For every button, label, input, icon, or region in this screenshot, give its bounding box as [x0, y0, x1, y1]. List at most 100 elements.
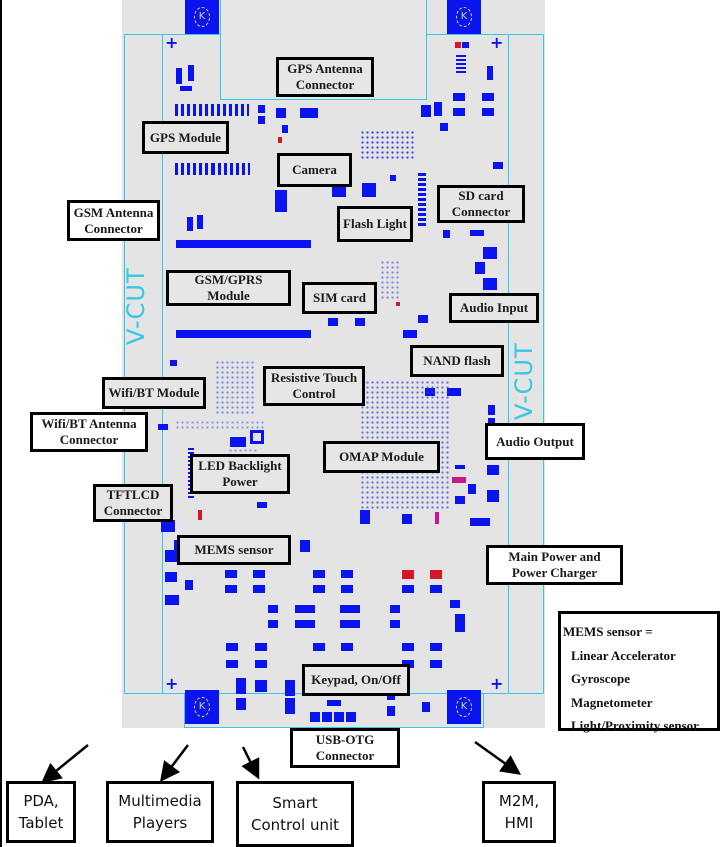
pcb-pad	[276, 108, 286, 118]
pcb-pad	[493, 162, 503, 169]
label-gsm-antenna-connector: GSM Antenna Connector	[67, 200, 160, 241]
pcb-pad	[418, 315, 428, 323]
pcb-pad	[268, 620, 278, 628]
app-m2m-hmi: M2M, HMI	[482, 781, 556, 843]
pcb-pad	[313, 643, 325, 651]
pcb-pad	[341, 643, 353, 651]
pcb-pad	[165, 595, 179, 605]
pcb-pad	[255, 643, 267, 651]
pcb-pad	[450, 600, 460, 608]
label-sd-card-connector: SD card Connector	[437, 185, 525, 223]
mounting-hole-icon: K	[447, 0, 481, 34]
pcb-pad	[278, 137, 282, 143]
label-gps-module: GPS Module	[142, 121, 229, 154]
mounting-hole-icon: K	[185, 690, 219, 724]
pcb-pad	[253, 585, 265, 593]
pcb-pad	[300, 540, 310, 552]
pcb-pad	[430, 570, 442, 579]
pcb-pad	[402, 570, 414, 579]
via-array	[360, 130, 415, 160]
pcb-pad	[332, 187, 346, 197]
pcb-pad	[226, 643, 238, 651]
pcb-pad	[418, 173, 426, 228]
pcb-pad-row	[175, 163, 217, 175]
pcb-pad	[440, 123, 448, 131]
pcb-pad	[285, 698, 295, 714]
pcb-pad	[295, 605, 315, 613]
app-line: Smart	[272, 794, 318, 812]
app-line: Control unit	[250, 816, 340, 834]
pcb-pad	[455, 496, 465, 504]
pcb-pad-row	[175, 104, 217, 116]
app-multimedia-players: Multimedia Players	[106, 781, 214, 843]
pcb-pad	[180, 86, 192, 91]
app-line: Players	[132, 814, 188, 832]
pcb-pad	[158, 424, 168, 430]
pcb-pad	[455, 465, 465, 469]
arrow-to-smart-control	[241, 746, 260, 780]
pcb-pad	[300, 108, 318, 118]
mounting-hole-icon: K	[447, 690, 481, 724]
usb-connector-pads	[310, 712, 358, 722]
pcb-pad	[488, 418, 495, 424]
pcb-pad	[165, 550, 177, 562]
label-mems-sensor: MEMS sensor	[177, 535, 291, 565]
app-line: Tablet	[18, 814, 64, 832]
pcb-pad	[453, 108, 465, 116]
pcb-pad	[268, 605, 278, 613]
pcb-pad-row	[211, 104, 249, 116]
pcb-pad	[475, 262, 485, 274]
pcb-pad	[487, 490, 499, 502]
pcb-pad	[185, 580, 193, 590]
label-audio-input: Audio Input	[449, 293, 539, 323]
label-audio-output: Audio Output	[485, 423, 585, 460]
label-sim-card: SIM card	[302, 282, 377, 314]
pcb-pad	[161, 520, 175, 532]
pcb-pad	[313, 570, 325, 578]
left-border	[0, 0, 2, 847]
pcb-connector-strip	[176, 330, 311, 338]
pcb-pad	[255, 680, 267, 692]
pcb-pad	[313, 585, 325, 593]
pcb-pad	[430, 643, 442, 651]
pcb-pad	[362, 183, 376, 197]
pcb-pad	[341, 570, 353, 578]
pcb-pad	[456, 55, 466, 73]
legend-item: Gyroscope	[571, 671, 630, 686]
legend-title: MEMS sensor =	[563, 624, 653, 639]
fiducial-plus-icon: +	[165, 33, 179, 52]
fiducial-plus-icon: +	[490, 33, 504, 52]
pcb-pad	[455, 614, 465, 632]
pcb-pad	[255, 660, 267, 668]
app-pda-tablet: PDA, Tablet	[6, 781, 76, 843]
pcb-pad	[421, 105, 431, 117]
pcb-pad	[402, 514, 412, 524]
pcb-pad	[170, 360, 177, 366]
pcb-pad	[483, 247, 497, 259]
arrow-to-m2m	[474, 740, 522, 775]
pcb-pad	[482, 108, 494, 116]
mems-sensor-legend: MEMS sensor = Linear Accelerator Gyrosco…	[558, 611, 720, 733]
pcb-pad	[250, 430, 264, 444]
arrow-to-pda	[41, 744, 89, 784]
label-gps-antenna-connector: GPS Antenna Connector	[276, 57, 374, 97]
pcb-pad	[341, 585, 353, 593]
legend-item: Linear Accelerator	[571, 647, 676, 663]
pcb-pad	[455, 42, 461, 48]
pcb-pad	[197, 215, 203, 229]
label-tftlcd-connector: TFTLCD Connector	[93, 484, 173, 522]
label-camera: Camera	[277, 153, 352, 187]
pcb-pad	[176, 68, 182, 84]
via-array	[175, 420, 265, 430]
pcb-pad	[462, 42, 469, 48]
pcb-pad	[285, 680, 295, 696]
pcb-pad	[434, 102, 442, 116]
pcb-connector-strip	[176, 240, 311, 248]
app-line: Multimedia	[118, 792, 202, 810]
pcb-pad	[355, 318, 365, 326]
pcb-pad	[295, 620, 315, 628]
label-resistive-touch-control: Resistive Touch Control	[263, 366, 365, 406]
pcb-pad	[340, 605, 360, 613]
via-array	[215, 360, 255, 415]
